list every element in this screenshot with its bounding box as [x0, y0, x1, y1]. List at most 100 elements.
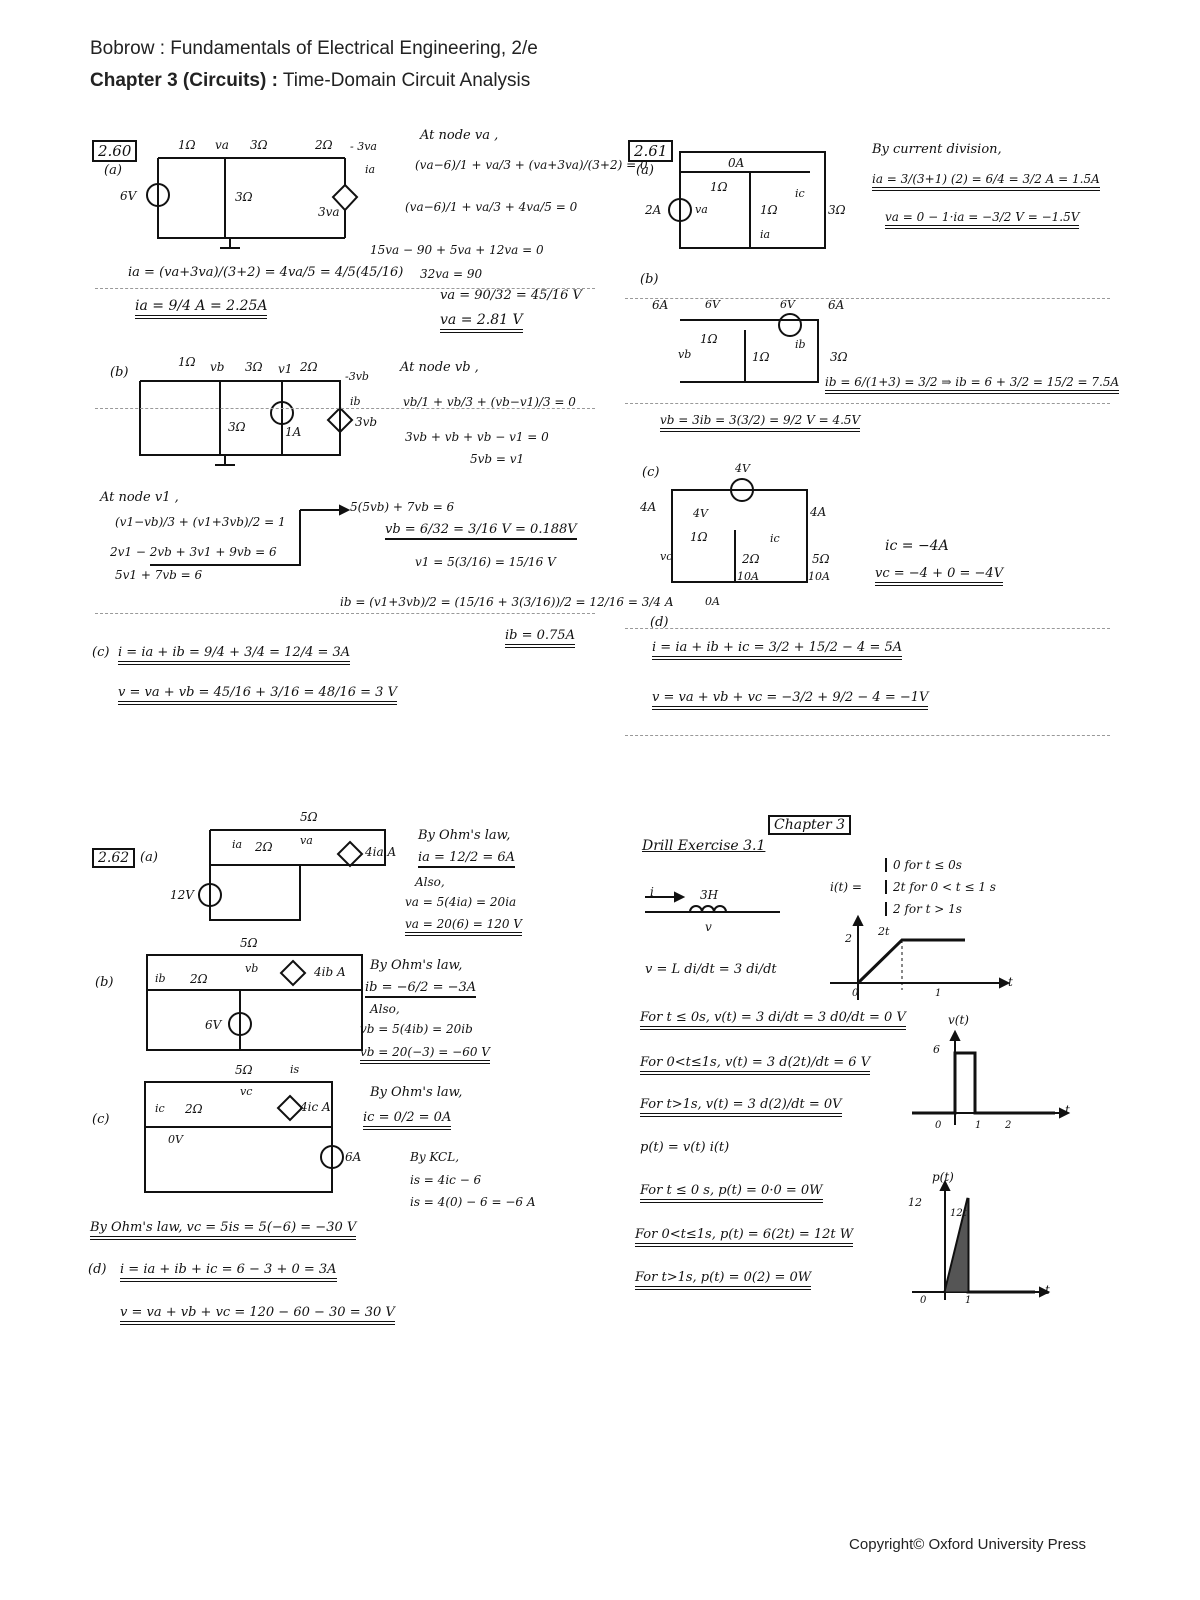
p261c-r3: 5Ω: [812, 552, 830, 566]
p260b-line11: v1 = 5(3/16) = 15/16 V: [415, 555, 556, 569]
drill-voltage-label: v: [705, 920, 712, 934]
chapter-subtitle: Time-Domain Circuit Analysis: [277, 70, 531, 91]
p262c-ic-answer: ic = 0/2 = 0A: [363, 1110, 452, 1130]
p261c-line1: ic = −4A: [885, 538, 949, 554]
g2-label: v(t): [948, 1013, 969, 1027]
p260b-line2: vb/1 + vb/3 + (vb−v1)/3 = 0: [403, 395, 576, 409]
p261b-line2: vb = 3ib = 3(3/2) = 9/2 V = 4.5V: [660, 413, 861, 432]
p261a-ia: ia: [760, 228, 771, 241]
g1-x1: 1: [935, 988, 942, 999]
p262a-line4: va = 5(4ia) = 20ia: [405, 895, 517, 909]
problem-261-label: 2.61: [628, 140, 674, 162]
p261d-line2: v = va + vb + vc = −3/2 + 9/2 − 4 = −1V: [652, 690, 929, 710]
p260a-dep: 3va: [318, 205, 340, 219]
p261b-v2: 6V: [780, 298, 795, 311]
circuit-261a: [668, 151, 826, 249]
drill-line2: For t ≤ 0s, v(t) = 3 di/dt = 3 d0/dt = 0…: [640, 1010, 906, 1030]
p260b-part: (b): [110, 365, 129, 380]
p262c-r5: 5Ω: [235, 1063, 253, 1077]
circuit-262b: [146, 954, 363, 1051]
p260a-line9: ia = 9/4 A = 2.25A: [135, 298, 268, 319]
chapter-bold: Chapter 3 (Circuits) :: [90, 70, 278, 91]
g3-axis-t: t: [1045, 1283, 1050, 1297]
p262c-line5: is = 4(0) − 6 = −6 A: [410, 1195, 536, 1209]
drill-p-answer-2: For 0<t≤1s, p(t) = 6(2t) = 12t W: [635, 1227, 854, 1247]
drill-line6: For t ≤ 0 s, p(t) = 0·0 = 0W: [640, 1183, 823, 1203]
drill-def-lhs: i(t) =: [830, 880, 862, 894]
p262b-line3: Also,: [370, 1002, 400, 1016]
p262a-dep: 4ia A: [365, 845, 397, 859]
p260b-line1: At node vb ,: [400, 360, 479, 375]
p261c-i2: 4A: [810, 505, 827, 519]
p262c-r2: 2Ω: [185, 1102, 203, 1116]
p261c-i0: 0A: [705, 595, 720, 608]
p262b-ib-answer: ib = −6/2 = −3A: [365, 980, 477, 998]
p261b-line1: ib = 6/(1+3) = 3/2 ⇒ ib = 6 + 3/2 = 15/2…: [825, 375, 1120, 394]
p260b-ib-answer: ib = 0.75A: [505, 628, 575, 648]
p261b-part: (b): [640, 272, 659, 287]
p262a-line5: va = 20(6) = 120 V: [405, 917, 522, 936]
p262b-line4: vb = 5(4ib) = 20ib: [360, 1022, 473, 1036]
p260c-line1: i = ia + ib = 9/4 + 3/4 = 12/4 = 3A: [118, 645, 351, 665]
p261d-v-answer: v = va + vb + vc = −3/2 + 9/2 − 4 = −1V: [652, 690, 929, 710]
p262c-src: 6A: [345, 1150, 362, 1164]
p262b-r2: 2Ω: [190, 972, 208, 986]
p261c-part: (c): [642, 465, 660, 480]
g1-curve: 2t: [878, 925, 890, 938]
inductor-symbol: [645, 891, 780, 913]
p261a-line3: va = 0 − 1·ia = −3/2 V = −1.5V: [885, 210, 1080, 229]
p262b-src: 6V: [205, 1018, 222, 1032]
p261b-ib: ib: [795, 338, 806, 351]
p261c-vc-answer: vc = −4 + 0 = −4V: [875, 566, 1004, 586]
p262c-vc: vc: [240, 1085, 253, 1098]
p261a-part: (a): [636, 163, 654, 178]
p260a-line1: At node va ,: [420, 128, 499, 143]
problem-260-label: 2.60: [92, 140, 138, 162]
p260a-r4: 2Ω: [315, 138, 333, 152]
p262c-line2: ic = 0/2 = 0A: [363, 1110, 452, 1130]
p260a-line8: ia = (va+3va)/(3+2) = 4va/5 = 4/5(45/16): [128, 265, 404, 280]
p260b-line12: ib = (v1+3vb)/2 = (15/16 + 3(3/16))/2 = …: [340, 595, 674, 609]
p262b-dep: 4ib A: [314, 965, 346, 979]
p262d-part: (d): [88, 1262, 107, 1277]
p260b-ib: ib: [350, 395, 361, 408]
p260b-dep-top: -3vb: [345, 370, 369, 383]
p261b-r3: 3Ω: [830, 350, 848, 364]
p262d-i-answer: i = ia + ib + ic = 6 − 3 + 0 = 3A: [120, 1262, 337, 1282]
drill-line4: For t>1s, v(t) = 3 d(2)/dt = 0V: [640, 1097, 842, 1117]
graph-power: [912, 1179, 1051, 1300]
p261a-r2: 1Ω: [760, 203, 778, 217]
p262c-dep: 4ic A: [300, 1100, 331, 1114]
p260c-line2: v = va + vb = 45/16 + 3/16 = 48/16 = 3 V: [118, 685, 397, 705]
p262a-line1: By Ohm's law,: [418, 828, 511, 843]
drill-p-answer-3: For t>1s, p(t) = 0(2) = 0W: [635, 1270, 812, 1290]
g3-curve: 12t: [950, 1208, 967, 1219]
p262b-ib: ib: [155, 972, 166, 985]
p262a-va: va: [300, 834, 313, 847]
circuit-261c: [671, 478, 808, 583]
p262c-vc-answer: By Ohm's law, vc = 5is = 5(−6) = −30 V: [90, 1220, 357, 1240]
p260a-source: 6V: [120, 189, 137, 203]
p260b-dep: 3vb: [355, 415, 378, 429]
drill-p-answer-1: For t ≤ 0 s, p(t) = 0·0 = 0W: [640, 1183, 823, 1203]
drill-def3: 2 for t > 1s: [885, 902, 962, 916]
p260b-r1: 1Ω: [178, 355, 196, 369]
p260a-node: va: [215, 138, 229, 152]
p260c-part: (c): [92, 645, 110, 660]
chapter-heading: Chapter 3 (Circuits) : Time-Domain Circu…: [90, 70, 530, 92]
problem-262-label: 2.62: [92, 848, 136, 868]
p260b-r4: 3Ω: [228, 420, 246, 434]
p261c-src: 4V: [735, 462, 750, 475]
p260b-vb: vb: [210, 360, 225, 374]
p261c-ic: ic: [770, 532, 780, 545]
drill-def2: 2t for 0 < t ≤ 1 s: [885, 880, 996, 894]
p261c-r1: 1Ω: [690, 530, 708, 544]
p261c-v4: 4V: [693, 507, 708, 520]
graph-voltage: [912, 1029, 1071, 1125]
p262c-is: is: [290, 1063, 300, 1076]
p261a-r3: 3Ω: [828, 203, 846, 217]
p262a-src: 12V: [170, 888, 194, 902]
p260b-line9: 5(5vb) + 7vb = 6: [350, 500, 455, 514]
p261a-src: 2A: [645, 203, 662, 217]
circuit-260b: [139, 380, 354, 466]
